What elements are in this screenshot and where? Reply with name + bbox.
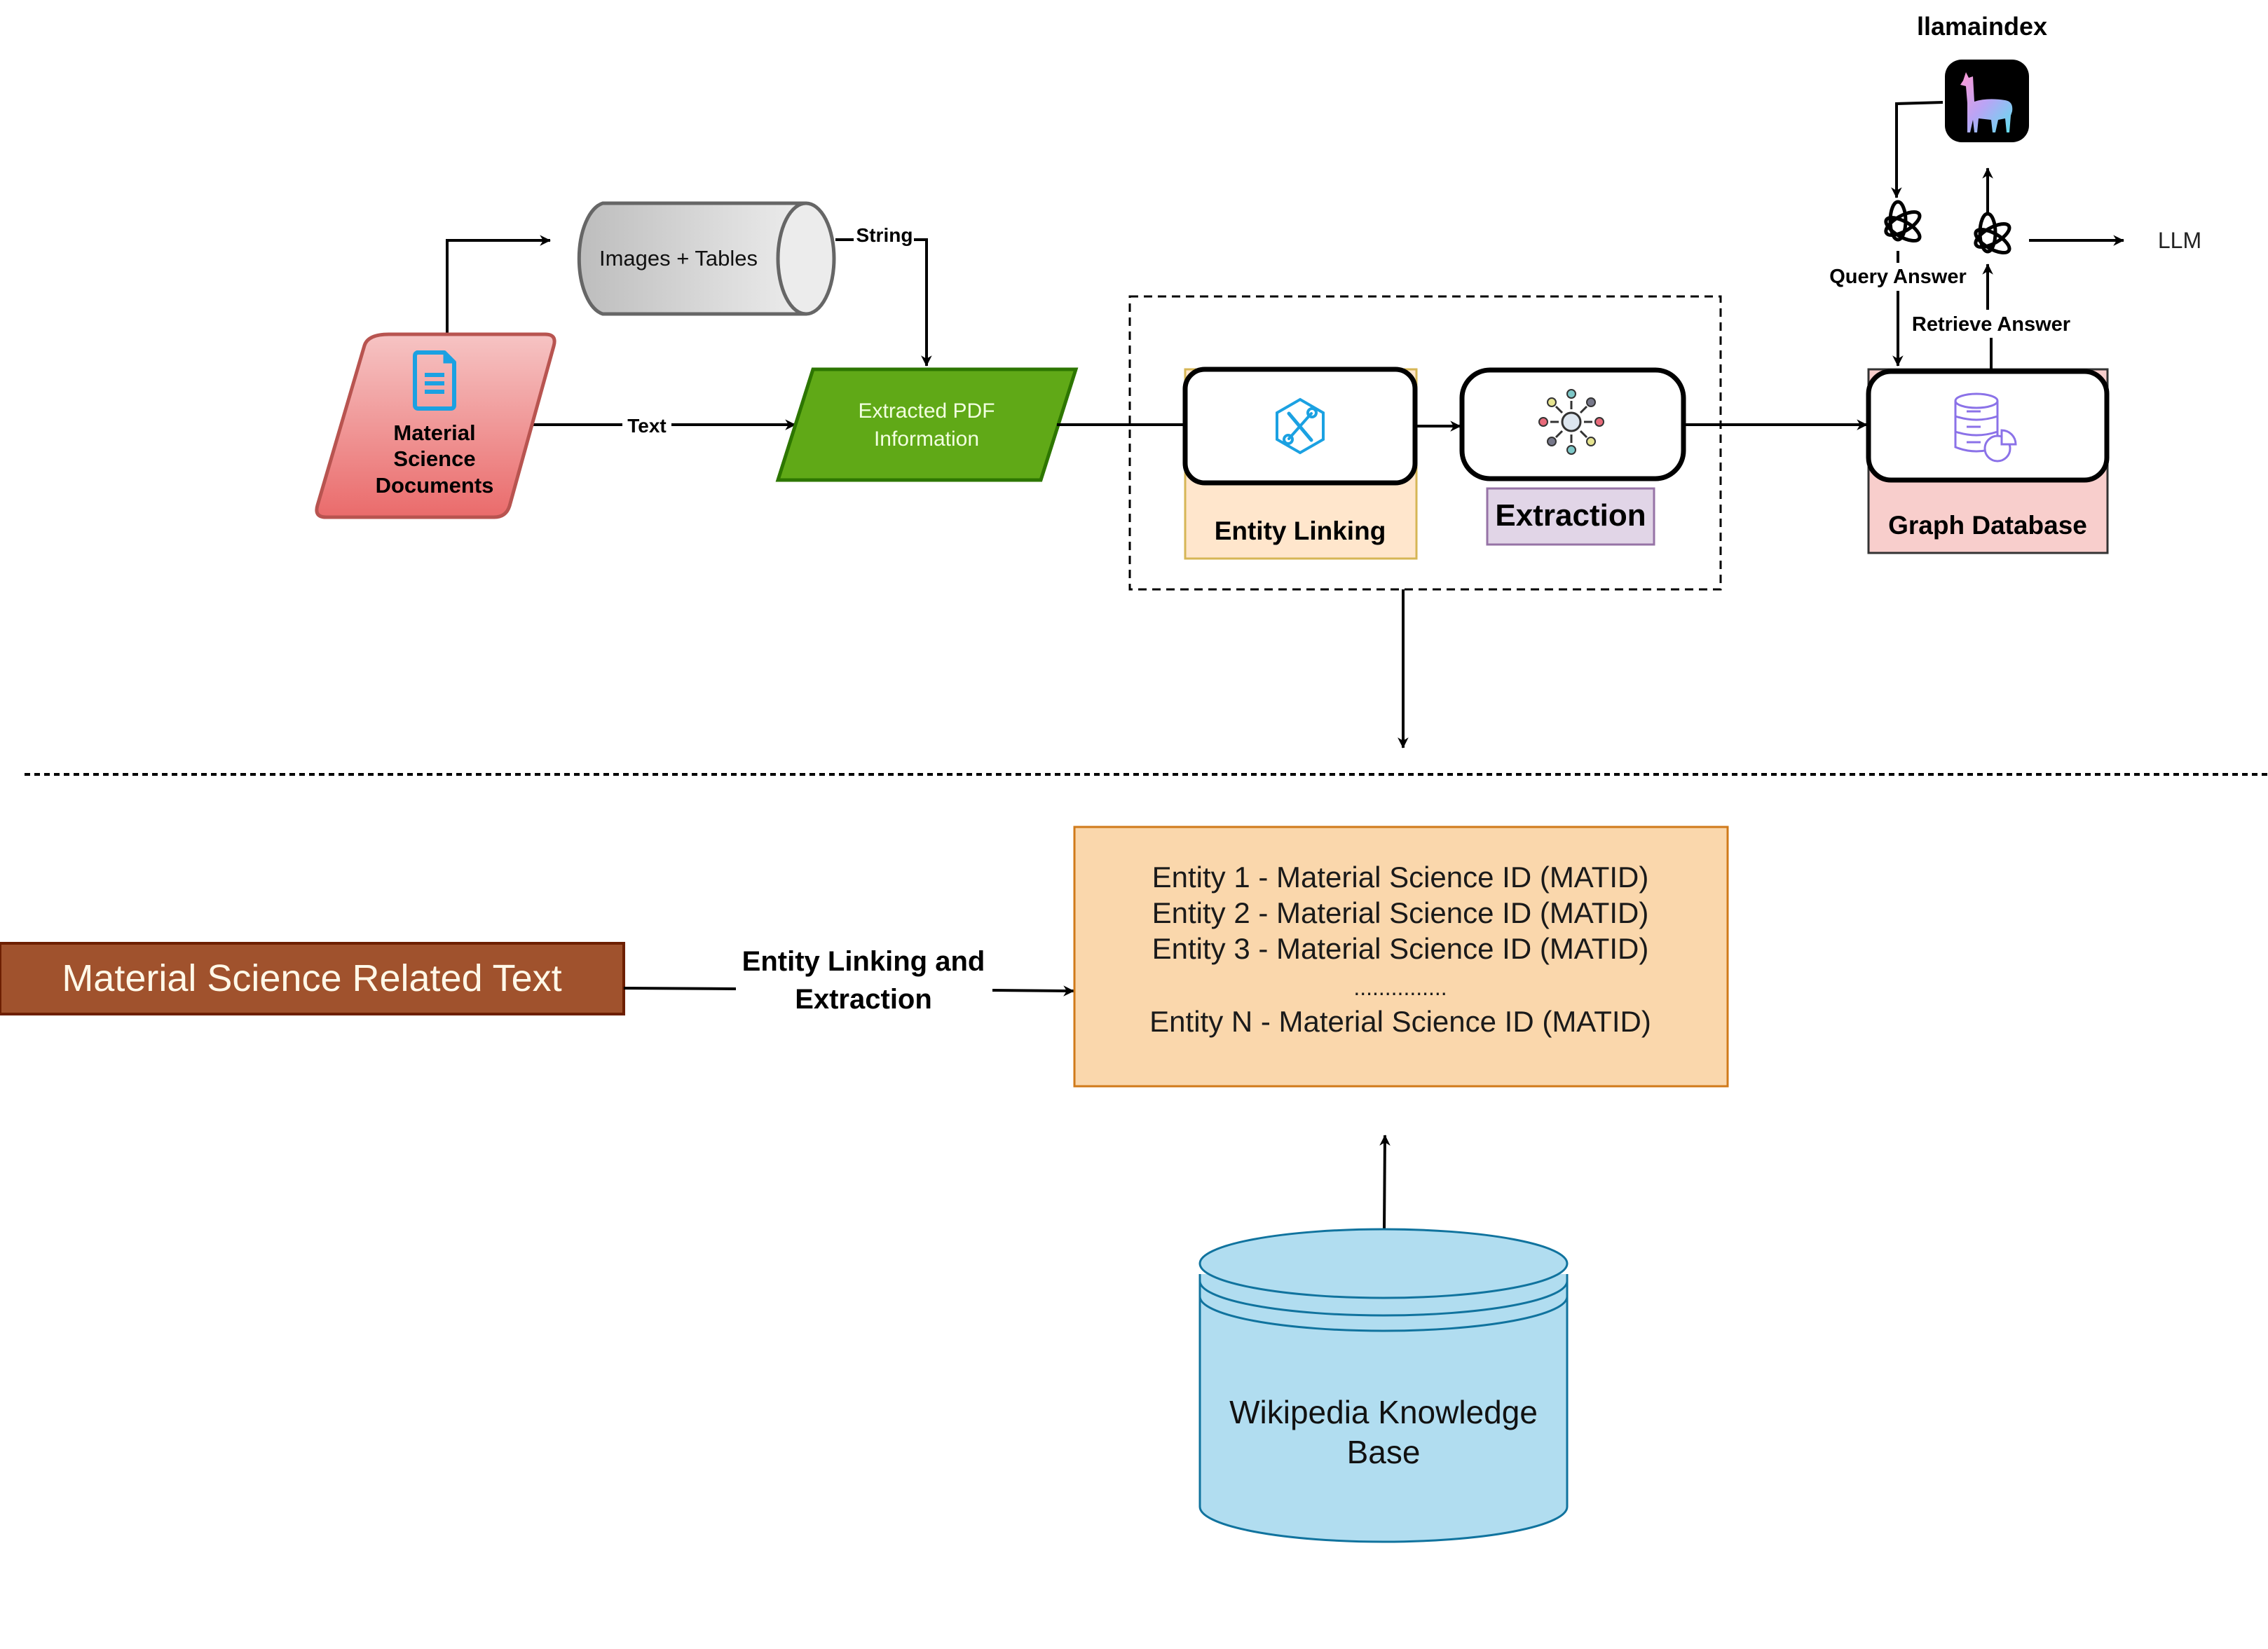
edge-label-to-entities <box>992 985 1074 997</box>
node-graph-database[interactable]: Graph Database <box>1866 368 2110 554</box>
node-images-tables[interactable]: Images + Tables <box>577 201 836 316</box>
extraction-label: Extraction <box>1495 498 1646 533</box>
document-icon <box>413 350 456 411</box>
llm-label: LLM <box>2158 228 2201 253</box>
extracted-pdf-label-line-1: Extracted PDF <box>858 399 995 423</box>
entity-line-1: Entity 1 - Material Science ID (MATID) <box>1152 861 1649 894</box>
edge-images-to-extracted: String <box>835 221 932 367</box>
images-tables-label: Images + Tables <box>599 246 758 271</box>
network-hub-icon <box>1538 389 1604 455</box>
node-entities-list[interactable]: Entity 1 - Material Science ID (MATID) E… <box>1073 826 1729 1088</box>
documents-label-line-3: Documents <box>376 473 494 498</box>
processing-group-container <box>1128 295 1722 591</box>
llamaindex-label: llamaindex <box>1917 12 2047 41</box>
openai-logo-icon-retrieve <box>1974 212 2011 255</box>
process-label-line-1: Entity Linking and <box>742 946 985 977</box>
documents-label-line-2: Science <box>393 446 475 471</box>
node-material-science-related-text[interactable]: Material Science Related Text <box>0 942 625 1015</box>
llama-logo-icon[interactable] <box>1945 60 2029 142</box>
node-extraction[interactable]: Extraction <box>1459 367 1686 546</box>
tools-hexagon-icon <box>1276 397 1325 455</box>
openai-logo-icon <box>1884 200 1922 243</box>
edge-llamaindex-to-query <box>1891 101 1943 198</box>
edge-label-text: Text <box>627 415 667 437</box>
knowledge-base-label-line-2: Base <box>1347 1434 1421 1470</box>
related-text-label: Material Science Related Text <box>62 957 561 999</box>
entity-line-3: Entity 3 - Material Science ID (MATID) <box>1152 932 1649 965</box>
entity-line-ellipsis: ............... <box>1353 975 1447 1000</box>
node-material-science-documents[interactable]: Material Science Documents <box>315 332 556 519</box>
documents-label-line-1: Material <box>393 420 475 445</box>
graph-database-label: Graph Database <box>1888 511 2087 540</box>
entity-line-n: Entity N - Material Science ID (MATID) <box>1149 1005 1651 1038</box>
edge-label-string: String <box>856 224 913 246</box>
entity-line-2: Entity 2 - Material Science ID (MATID) <box>1152 896 1649 929</box>
edge-knowledge-base-to-entities <box>1379 1135 1391 1231</box>
entity-linking-label: Entity Linking <box>1215 516 1386 545</box>
process-label-line-2: Extraction <box>795 984 932 1015</box>
edge-documents-to-images <box>446 235 551 335</box>
node-entity-linking[interactable]: Entity Linking <box>1182 367 1418 560</box>
database-chart-icon <box>1954 392 2017 463</box>
knowledge-base-label-line-1: Wikipedia Knowledge <box>1229 1394 1538 1430</box>
edge-label-query-answer: Query Answer <box>1829 266 1967 288</box>
extracted-pdf-label-line-2: Information <box>874 427 979 451</box>
edge-documents-to-extracted: Text <box>533 412 796 437</box>
node-extracted-pdf-information[interactable]: Extracted PDF Information <box>775 367 1079 482</box>
edge-label-retrieve-answer: Retrieve Answer <box>1912 313 2070 336</box>
node-wikipedia-knowledge-base[interactable]: Wikipedia Knowledge Base <box>1198 1228 1569 1543</box>
edge-related-text-to-label <box>623 987 737 990</box>
